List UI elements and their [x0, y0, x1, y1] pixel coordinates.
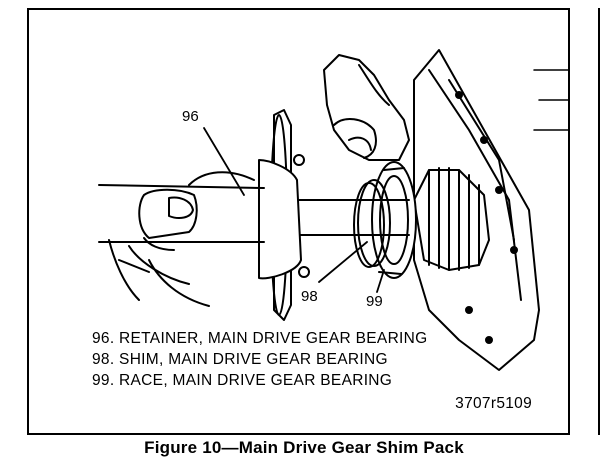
callout-99: 99 — [366, 293, 383, 310]
leader-96 — [203, 127, 245, 196]
left-hand — [108, 188, 210, 307]
legend-item-98: 98. SHIM, MAIN DRIVE GEAR BEARING — [92, 351, 388, 368]
figure-frame: 96 98 99 96. RETAINER, MAIN DRIVE GEAR B… — [27, 8, 570, 435]
bearing-retainer — [258, 109, 310, 321]
legend-item-99: 99. RACE, MAIN DRIVE GEAR BEARING — [92, 372, 393, 389]
main-drive-gear — [413, 167, 490, 271]
parts-legend: 96. RETAINER, MAIN DRIVE GEAR BEARING 98… — [92, 328, 428, 391]
drive-shaft — [298, 199, 410, 236]
legend-item-96: 96. RETAINER, MAIN DRIVE GEAR BEARING — [92, 330, 428, 347]
shim-pack-illustration — [98, 49, 568, 371]
figure-caption: Figure 10—Main Drive Gear Shim Pack — [144, 438, 464, 457]
bearing-race — [371, 161, 417, 279]
adjacent-frame-edge — [598, 8, 600, 435]
illustration-code: 3707r5109 — [455, 395, 532, 412]
upper-hand — [323, 54, 410, 161]
bearing-shim — [353, 179, 391, 268]
callout-98: 98 — [301, 288, 318, 305]
leader-98 — [318, 241, 368, 283]
retainer-tube — [98, 171, 265, 243]
leader-99 — [376, 269, 385, 293]
callout-96: 96 — [182, 108, 199, 125]
